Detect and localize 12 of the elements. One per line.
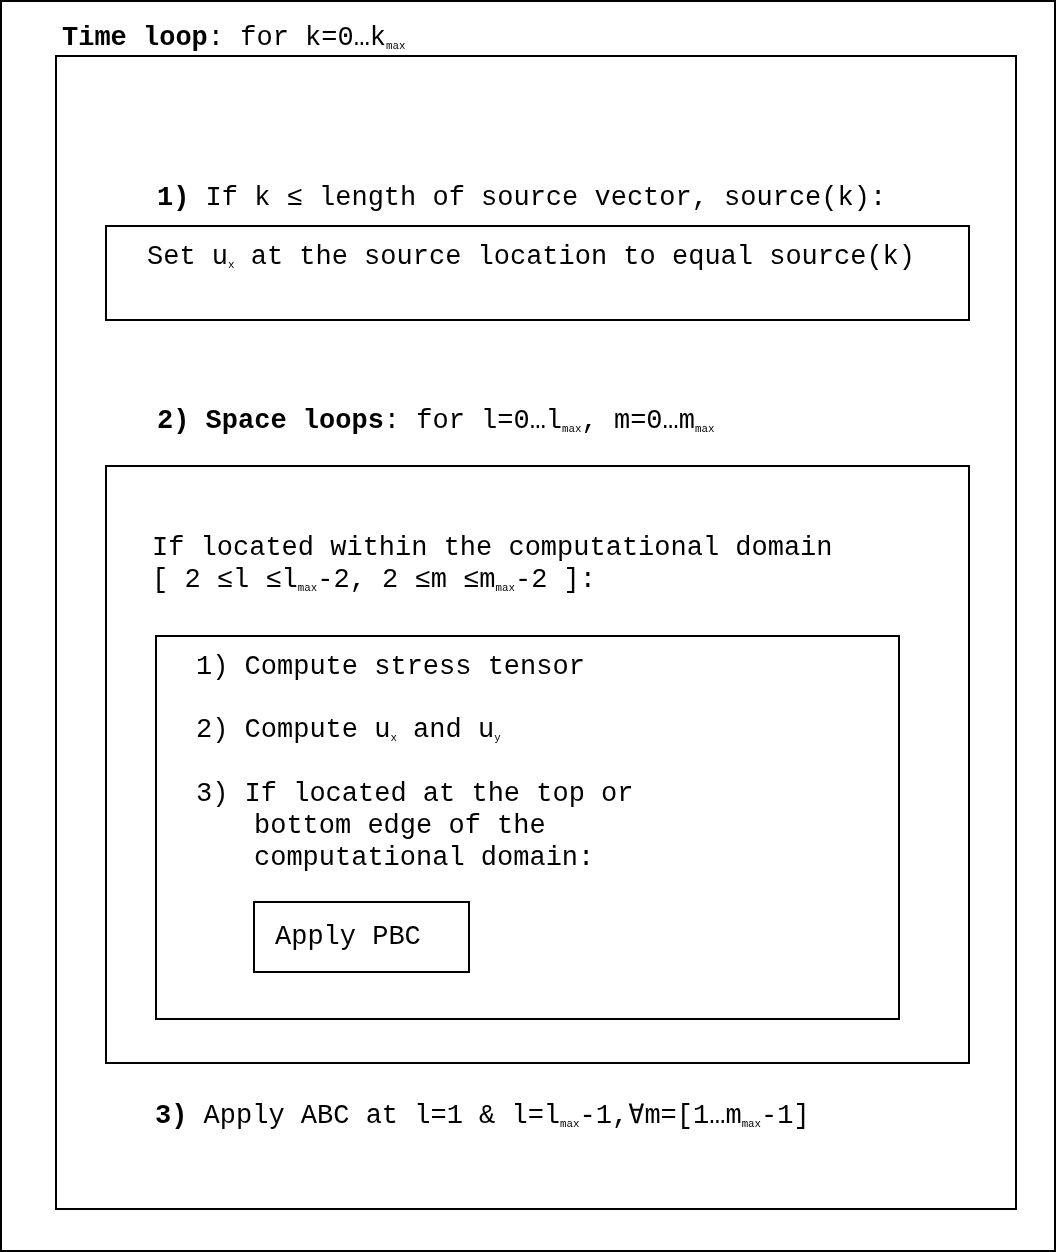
pseudocode-line: 1) Compute stress tensor (196, 651, 586, 683)
pseudocode-line: Apply PBC (275, 921, 422, 953)
code-block (152, 532, 902, 1020)
block-heading: 2) Space loops: for l=0…l$_{max}$, m=0…m$_{max}$ (157, 405, 716, 438)
pseudocode-line: 2) Compute u$_{x}$ and u$_{y}$ (196, 714, 502, 747)
block-heading: If located within the computational domain [ 2 ≤l ≤l$_{max}$-2, 2 ≤m ≤m$_{max}$-2 ]: (152, 532, 834, 597)
block-heading: 1) If k ≤ length of source vector, source(k): (157, 182, 888, 214)
code-block (105, 182, 970, 321)
pseudocode-line: Set u$_{x}$ at the source location to equal source(k) (147, 241, 916, 274)
block-heading: Time loop: for k=0…k$_{max}$ (62, 22, 407, 55)
block-heading: 3) If located at the top or bottom edge of the computational domain: (196, 778, 635, 874)
pseudocode-line: 3) Apply ABC at l=1 & l=l$_{max}$-1,∀m=[1…m$_{max}$-1] (155, 1100, 811, 1133)
